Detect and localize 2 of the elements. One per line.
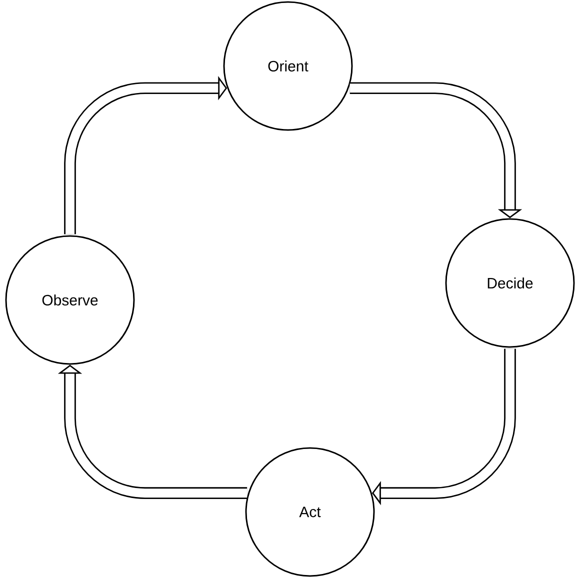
hollow-arrow [58,364,248,499]
hollow-arrow [350,82,522,218]
